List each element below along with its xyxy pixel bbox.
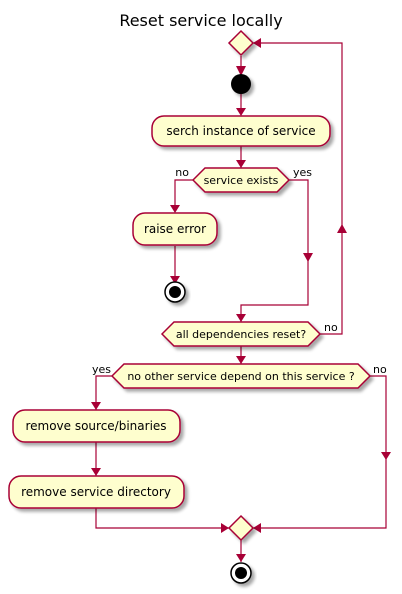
arrowhead (91, 402, 101, 410)
edge-depend-no (253, 375, 387, 529)
edge-exists-yes (240, 179, 309, 322)
arrowhead (303, 253, 313, 262)
decision-no-other-depend-label: no other service depend on this service … (127, 370, 355, 383)
arrowhead (236, 108, 246, 116)
arrowhead (236, 554, 246, 562)
decision-no-other-depend: no other service depend on this service … (110, 363, 372, 389)
decision-service-exists: service exists (191, 167, 291, 193)
edge-exists-no (174, 179, 193, 211)
arrowhead (91, 468, 101, 476)
arrowhead (221, 523, 229, 533)
edge-depend-yes (95, 375, 112, 410)
stop-node-error (164, 281, 186, 303)
decision-dependencies-reset-label: all dependencies reset? (176, 328, 307, 341)
action-remove-directory-label: remove service directory (21, 485, 171, 499)
action-raise-error-label: raise error (144, 222, 206, 236)
branch-label-yes: yes (293, 166, 312, 179)
arrowhead (253, 38, 261, 48)
branch-label-no: no (373, 363, 387, 376)
loop-merge-diamond (227, 29, 255, 57)
decision-dependencies-reset: all dependencies reset? (160, 321, 322, 347)
arrowhead (170, 276, 180, 284)
action-remove-source: remove source/binaries (12, 409, 181, 443)
branch-label-yes: yes (92, 363, 111, 376)
diagram-title: Reset service locally (119, 11, 282, 30)
action-remove-directory: remove service directory (8, 475, 185, 509)
decision-service-exists-label: service exists (204, 174, 279, 187)
action-remove-source-label: remove source/binaries (25, 419, 166, 433)
arrowhead (381, 452, 391, 460)
stop-node-final (230, 562, 252, 584)
arrowhead (236, 314, 246, 322)
edge-loop-back (253, 42, 343, 335)
arrowhead (253, 523, 261, 533)
edge-dir-to-merge (95, 508, 229, 529)
arrowheads (91, 38, 391, 562)
arrowhead (170, 205, 180, 213)
arrowhead (236, 356, 246, 364)
end-merge-diamond (227, 514, 255, 542)
arrowhead (236, 66, 246, 76)
branch-label-no: no (175, 166, 189, 179)
branch-label-no: no (324, 321, 338, 334)
start-node (231, 74, 251, 94)
arrowhead (337, 224, 347, 233)
action-raise-error: raise error (132, 212, 218, 246)
arrowhead (236, 160, 246, 168)
action-search-instance-label: serch instance of service (166, 124, 315, 138)
action-search-instance: serch instance of service (151, 115, 331, 147)
